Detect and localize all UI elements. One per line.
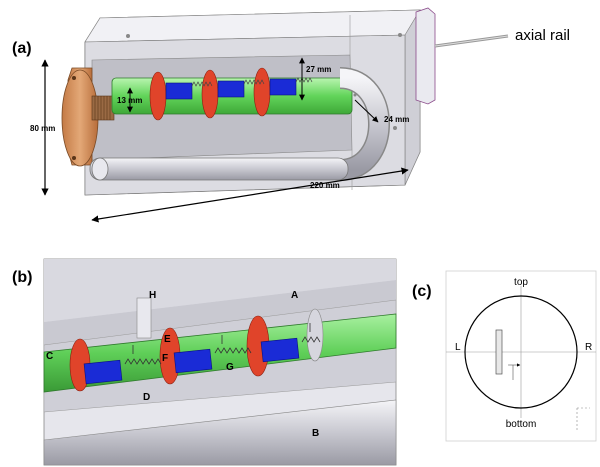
lower-tube-b (43, 399, 397, 466)
label-b: B (312, 428, 319, 439)
axial-rail: axial rail (415, 7, 570, 105)
panel-a: (a) (12, 7, 570, 223)
label-r: R (585, 342, 592, 353)
panel-b-label: (b) (12, 269, 32, 286)
copper-flange (61, 67, 115, 167)
springs-b (124, 323, 321, 365)
magnets-a (165, 78, 297, 100)
label-h: H (149, 290, 156, 301)
label-f: F (162, 353, 168, 364)
axial-rail-label: axial rail (515, 27, 570, 44)
dim-outer: 27 mm (306, 65, 331, 74)
dim-inner: 13 mm (117, 96, 142, 105)
panel-a-label: (a) (12, 40, 32, 57)
dimensions: 80 mm 220 mm 13 mm 27 mm 24 mm (30, 57, 409, 223)
dim-length: 220 mm (310, 181, 340, 190)
tube-cross-section (464, 295, 578, 409)
label-top: top (514, 277, 528, 288)
panel-b: (b) (12, 258, 397, 466)
dim-height: 80 mm (30, 124, 55, 133)
label-e: E (164, 334, 171, 345)
label-g: G (226, 362, 234, 373)
label-bottom: bottom (506, 419, 537, 430)
magnet-slot (495, 329, 503, 375)
panel-c: (c) top bottom L R (412, 270, 597, 442)
panel-c-label: (c) (412, 283, 432, 300)
green-tube (111, 67, 353, 121)
label-d: D (143, 392, 150, 403)
label-a: A (291, 290, 298, 301)
label-c: C (46, 351, 53, 362)
magnets-b (83, 337, 300, 385)
port-h (136, 297, 152, 339)
label-l: L (455, 342, 461, 353)
dim-bend: 24 mm (384, 115, 409, 124)
